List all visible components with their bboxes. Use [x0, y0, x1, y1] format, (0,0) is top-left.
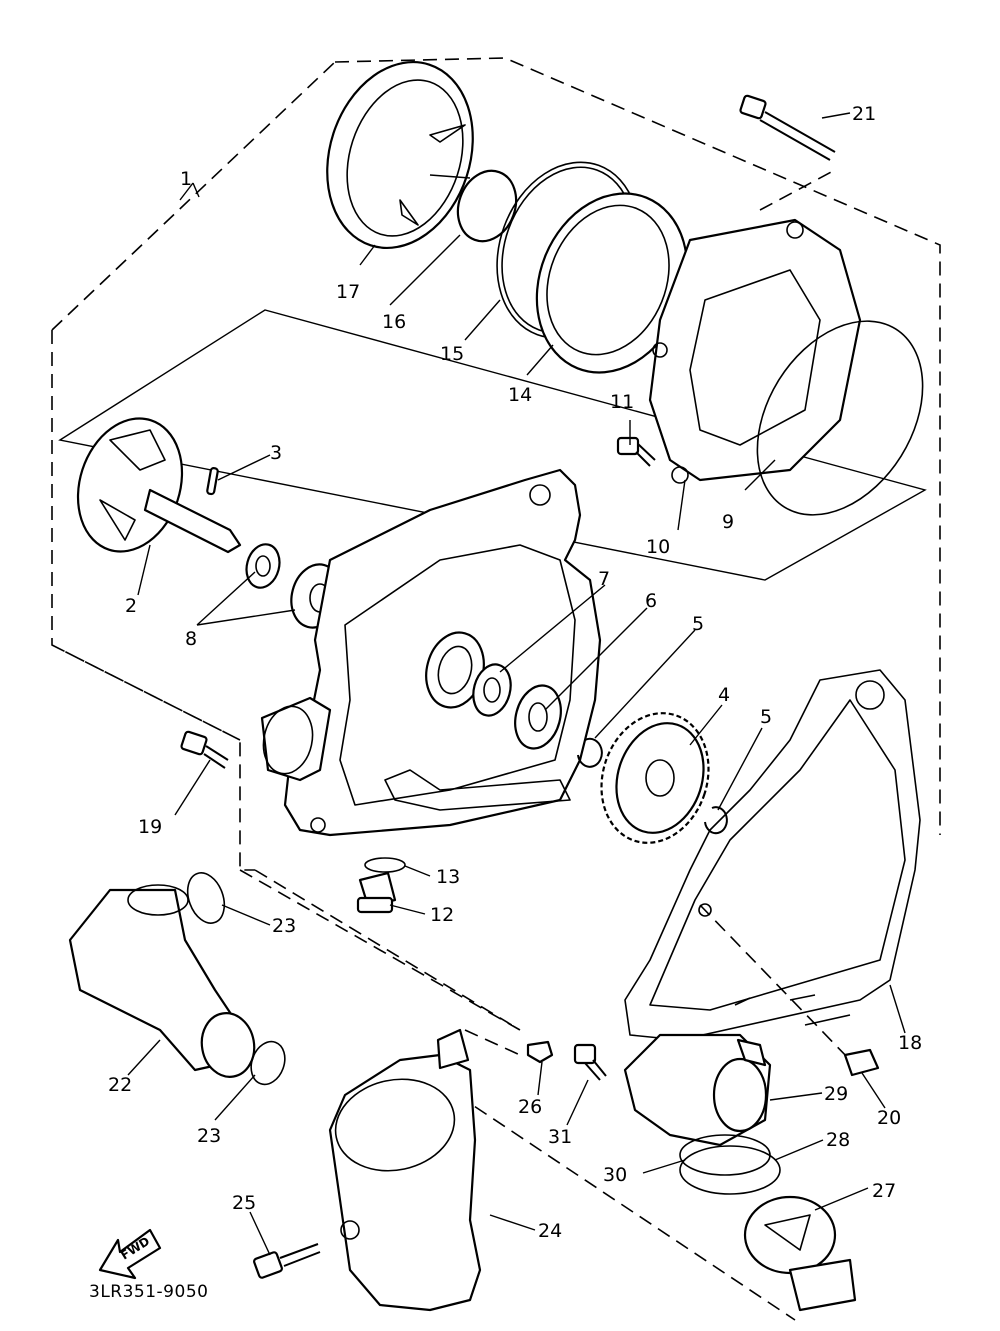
- part-26-plug: [526, 1040, 554, 1064]
- part-11-screw: [616, 436, 656, 467]
- callout-20: 20: [877, 1107, 901, 1129]
- part-23-oring-upper: [186, 872, 226, 924]
- part-14-ring: [535, 192, 689, 374]
- callout-10: 10: [646, 536, 670, 558]
- callout-30: 30: [603, 1164, 627, 1186]
- part-5-circlip-inner: [577, 737, 603, 768]
- callout-25: 25: [232, 1192, 256, 1214]
- pump-housing: [260, 468, 602, 837]
- part-13-oring: [364, 857, 406, 873]
- callout-16: 16: [382, 311, 406, 333]
- callout-5: 5: [692, 613, 704, 635]
- callout-6: 6: [645, 590, 657, 612]
- part-10-cover-housing: [648, 218, 862, 484]
- callout-19: 19: [138, 816, 162, 838]
- part-31-bolt: [573, 1043, 607, 1081]
- part-24-housing: [328, 1028, 482, 1312]
- part-17-seal: [326, 60, 474, 250]
- part-18-gasket: [624, 669, 921, 1041]
- callout-4: 4: [718, 684, 730, 706]
- callout-28: 28: [826, 1129, 850, 1151]
- part-6-seal: [514, 684, 562, 750]
- part-2-impeller: [76, 417, 242, 554]
- callout-29: 29: [824, 1083, 848, 1105]
- part-27-thermostat: [743, 1195, 857, 1312]
- leader-lines: [127, 112, 906, 1256]
- callout-27: 27: [872, 1180, 896, 1202]
- callout-14: 14: [508, 384, 532, 406]
- diagram-code: 3LR351-9050: [89, 1282, 208, 1302]
- callout-23: 23: [272, 915, 296, 937]
- part-5-circlip-outer: [704, 806, 728, 835]
- part-29-thermostat-cover: [623, 1033, 772, 1147]
- part-20-plug: [843, 1048, 880, 1077]
- callout-13: 13: [436, 866, 460, 888]
- callout-5: 5: [760, 706, 772, 728]
- callout-24: 24: [538, 1220, 562, 1242]
- callout-1: 1: [180, 168, 192, 190]
- callout-26: 26: [518, 1096, 542, 1118]
- callout-23: 23: [197, 1125, 221, 1147]
- callout-15: 15: [440, 343, 464, 365]
- part-21-bolt: [739, 94, 836, 161]
- part-4-gear: [600, 712, 710, 844]
- part-7-bearing: [472, 663, 512, 717]
- assembly-outline-dashed: [51, 57, 941, 1031]
- part-9-oring: [756, 320, 924, 516]
- callout-17: 17: [336, 281, 360, 303]
- callout-8: 8: [185, 628, 197, 650]
- part-22-pipe: [68, 884, 256, 1078]
- part-28-seal: [679, 1145, 781, 1195]
- part-25-bolt: [253, 1243, 321, 1279]
- callout-2: 2: [125, 595, 137, 617]
- callout-22: 22: [108, 1074, 132, 1096]
- alignment-axis-dashed: [419, 904, 851, 1321]
- callout-12: 12: [430, 904, 454, 926]
- fwd-arrow-icon: FWD: [98, 1228, 162, 1280]
- part-19-bolt: [180, 730, 229, 769]
- callout-21: 21: [852, 103, 876, 125]
- part-12-plug: [356, 871, 397, 914]
- callout-31: 31: [548, 1126, 572, 1148]
- callout-9: 9: [722, 511, 734, 533]
- callout-7: 7: [598, 568, 610, 590]
- callout-3: 3: [270, 442, 282, 464]
- part-16-disc: [456, 169, 518, 243]
- callout-18: 18: [898, 1032, 922, 1054]
- part-3-pin: [206, 467, 219, 496]
- callout-11: 11: [610, 391, 634, 413]
